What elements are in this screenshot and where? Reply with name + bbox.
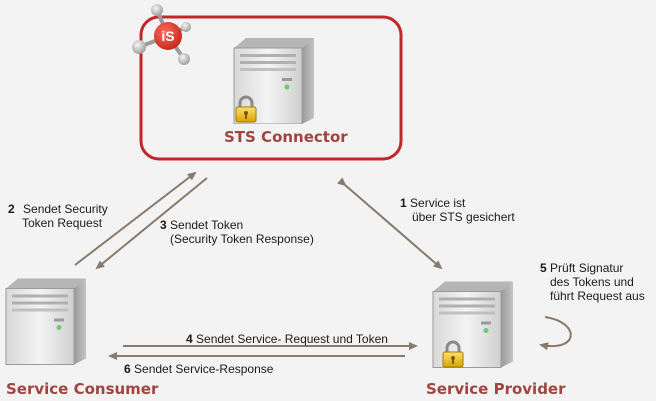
arrow-step-2 (74, 171, 197, 266)
arrow-step-1 (337, 177, 443, 270)
step-text-line: Sendet Security (23, 202, 108, 216)
step-6-label: 6 Sendet Service-Response (124, 362, 273, 376)
step-text-line: führt Request aus (550, 289, 645, 303)
step-text-line: Prüft Signatur (550, 261, 624, 275)
step-number: 5 (540, 261, 547, 275)
step-text-line: Sendet Service-Response (134, 362, 274, 376)
step-number: 4 (186, 332, 193, 346)
consumer-server-icon (5, 277, 87, 366)
step-number: 2 (8, 202, 15, 216)
step-5-label: 5 Prüft Signatur des Tokens und führt Re… (540, 261, 645, 303)
step-4-label: 4 Sendet Service- Request und Token (186, 332, 388, 346)
step-text-line: Sendet Service- Request und Token (196, 332, 388, 346)
step-1-label: 1 Service ist über STS gesichert (400, 196, 515, 224)
step-number: 1 (400, 196, 407, 210)
service-provider-title: Service Provider (426, 380, 566, 398)
sts-connector-title: STS Connector (224, 128, 348, 146)
step-text-line: Token Request (22, 216, 103, 230)
step-text-line: (Security Token Response) (170, 232, 314, 246)
service-consumer-title: Service Consumer (6, 380, 159, 398)
step-text-line: über STS gesichert (412, 210, 515, 224)
step-text-line: Service ist (410, 196, 466, 210)
molecule-logo-icon (132, 4, 191, 65)
step-2-label: 2 Sendet Security Token Request (8, 202, 108, 230)
arrow-step-5-loop (539, 316, 572, 351)
step-text-line: Sendet Token (170, 218, 244, 232)
sts-frame (139, 15, 403, 161)
step-text-line: des Tokens und (550, 275, 634, 289)
arrow-step-3 (95, 177, 208, 270)
logo-text: iS (161, 28, 174, 44)
step-number: 6 (124, 362, 131, 376)
step-3-label: 3 Sendet Token (Security Token Response) (160, 218, 314, 246)
step-number: 3 (160, 218, 167, 232)
